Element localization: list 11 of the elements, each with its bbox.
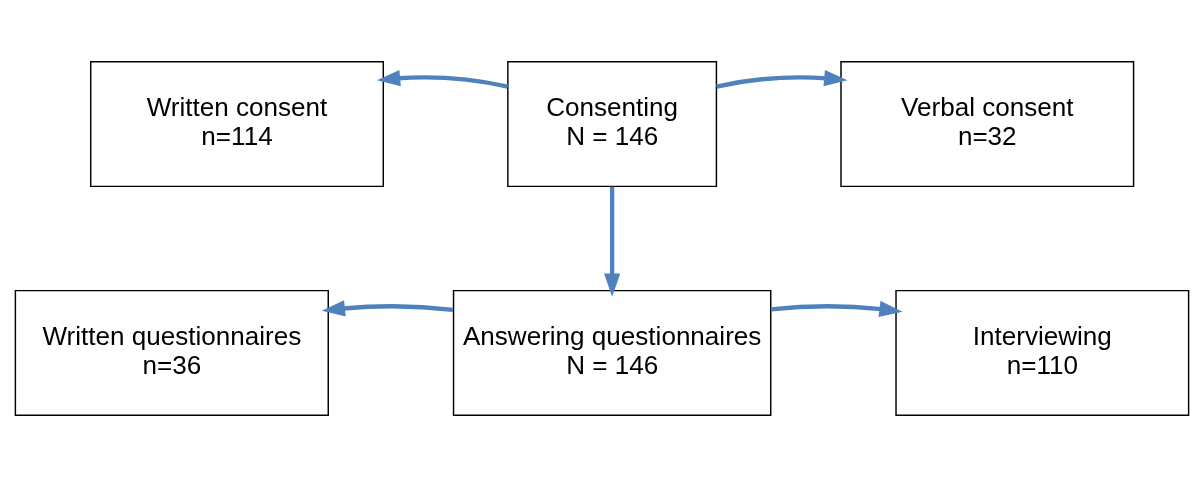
arrow bbox=[321, 300, 454, 317]
node-box: Answering questionnaires N = 146 bbox=[452, 289, 772, 416]
node-box: Written questionnaires n=36 bbox=[14, 289, 329, 416]
node-box: Written consent n=114 bbox=[90, 61, 384, 188]
node-box: Consenting N = 146 bbox=[507, 61, 718, 188]
arrow bbox=[377, 70, 509, 89]
arrow bbox=[770, 300, 903, 317]
node-box: Verbal consent n=32 bbox=[840, 61, 1135, 188]
arrow bbox=[604, 186, 621, 297]
arrow bbox=[716, 70, 848, 89]
node-box: Interviewing n=110 bbox=[895, 289, 1190, 416]
